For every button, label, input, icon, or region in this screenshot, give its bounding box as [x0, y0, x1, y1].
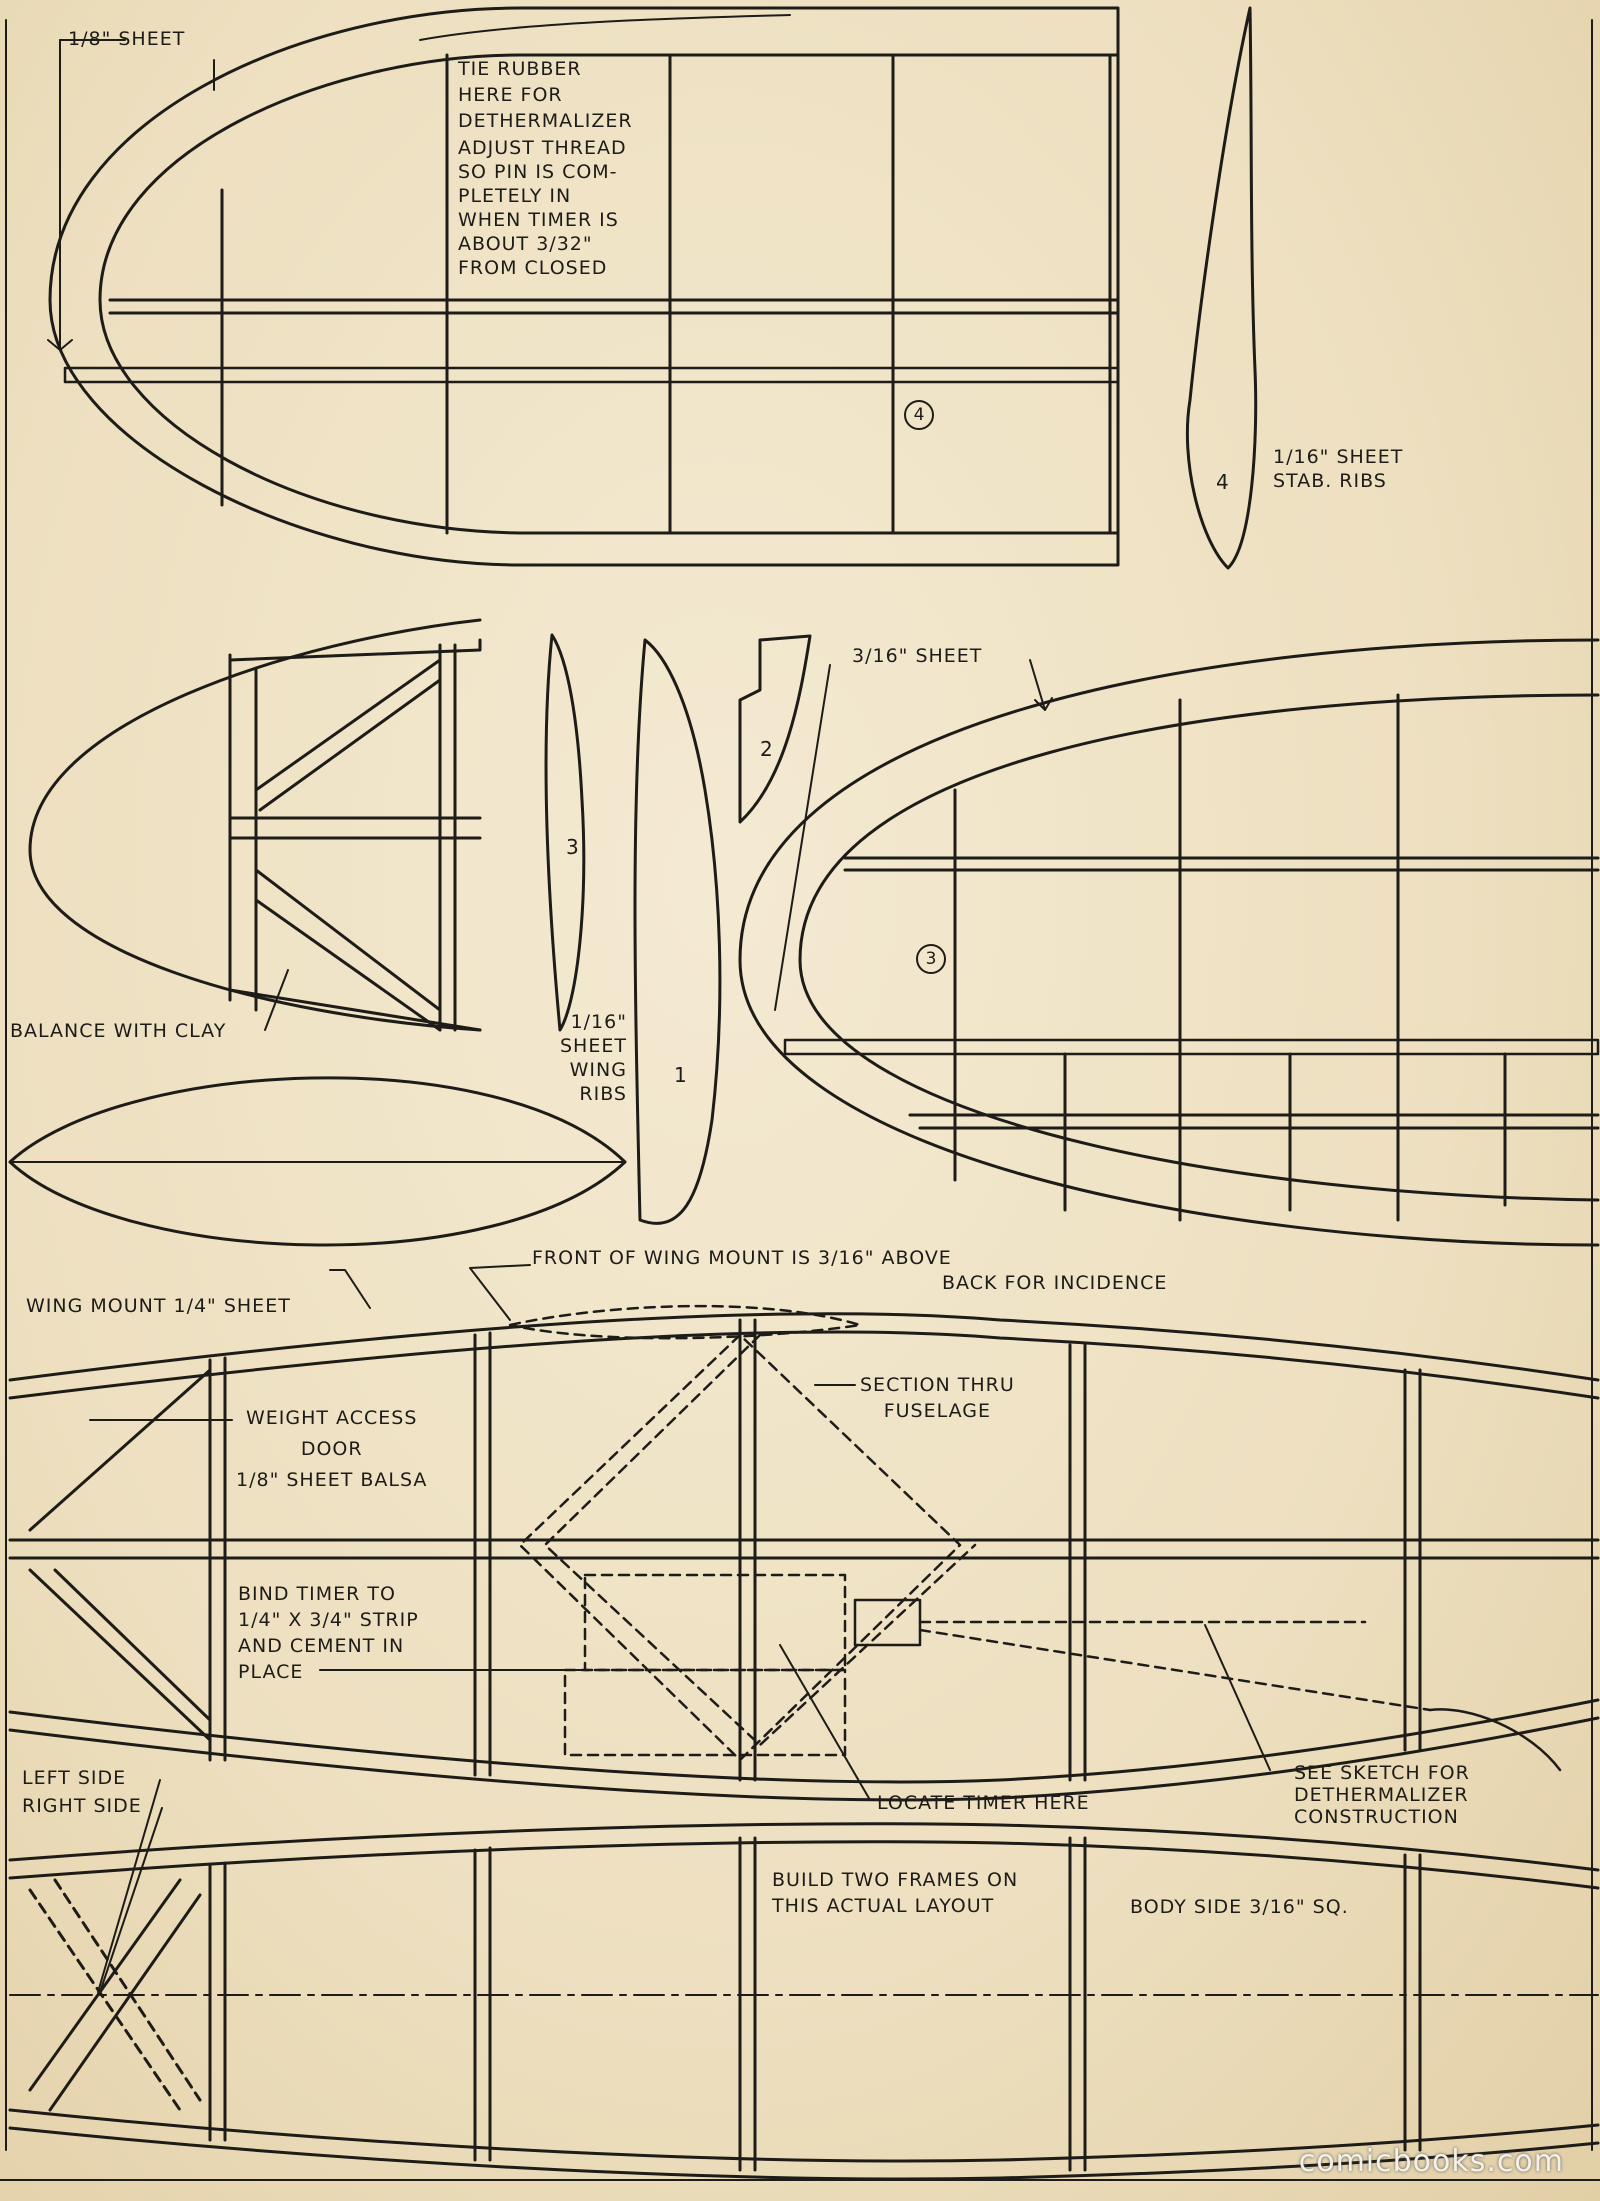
rib-number-2: 2	[760, 737, 773, 761]
circled-part-4: 4	[904, 400, 934, 430]
label-see-sketch: SEE SKETCH FOR DETHERMALIZER CONSTRUCTIO…	[1294, 1762, 1470, 1828]
label-front-wing-mount: FRONT OF WING MOUNT IS 3/16" ABOVE BACK …	[532, 1246, 1167, 1296]
rib-number-1: 1	[674, 1063, 687, 1087]
label-adjust-thread-line-1: ADJUST THREAD	[458, 137, 627, 159]
label-adjust-thread-line-4: WHEN TIMER IS	[458, 209, 619, 231]
label-tie-rubber-line-3: DETHERMALIZER	[458, 110, 633, 132]
label-adjust-thread-line-3: PLETELY IN	[458, 185, 572, 207]
label-build-two-line-2: THIS ACTUAL LAYOUT	[772, 1895, 995, 1917]
circled-part-3: 3	[916, 944, 946, 974]
label-build-two-line-1: BUILD TWO FRAMES ON	[772, 1869, 1019, 1891]
label-front-wing-mount-line-2: BACK FOR INCIDENCE	[942, 1272, 1168, 1294]
label-weight-access-line-1: WEIGHT ACCESS	[246, 1407, 418, 1429]
label-stab-ribs-line-2: STAB. RIBS	[1273, 470, 1387, 492]
label-section-thru: SECTION THRU FUSELAGE	[860, 1372, 1015, 1424]
label-see-sketch-line-3: CONSTRUCTION	[1294, 1806, 1459, 1828]
watermark: comicbooks.com	[1298, 2144, 1564, 2179]
label-bind-timer-line-1: BIND TIMER TO	[238, 1583, 396, 1605]
label-weight-access-line-3: 1/8" SHEET BALSA	[236, 1469, 428, 1491]
label-bind-timer: BIND TIMER TO 1/4" X 3/4" STRIP AND CEME…	[238, 1581, 419, 1685]
label-left-side: LEFT SIDE	[22, 1767, 127, 1789]
label-weight-access: WEIGHT ACCESS DOOR 1/8" SHEET BALSA	[236, 1403, 427, 1496]
label-wing-mount: WING MOUNT 1/4" SHEET	[26, 1295, 291, 1317]
fuselage-frame-upper	[8, 1312, 1600, 1802]
stab-rib-4	[1185, 6, 1258, 570]
fuselage-frame-lower	[8, 1822, 1600, 2181]
label-tie-rubber: TIE RUBBER HERE FOR DETHERMALIZER	[458, 56, 633, 134]
label-adjust-thread-line-6: FROM CLOSED	[458, 257, 608, 279]
label-weight-access-line-2: DOOR	[300, 1438, 363, 1460]
label-bind-timer-line-4: PLACE	[238, 1661, 304, 1683]
label-adjust-thread: ADJUST THREAD SO PIN IS COM- PLETELY IN …	[458, 136, 627, 280]
label-stab-sheet: 1/8" SHEET	[68, 28, 186, 50]
label-body-side: BODY SIDE 3/16" SQ.	[1130, 1896, 1349, 1918]
label-balance-clay: BALANCE WITH CLAY	[10, 1020, 227, 1042]
label-wing-sheet: 3/16" SHEET	[852, 645, 983, 667]
rib-number-4: 4	[1216, 470, 1229, 494]
wing-rib-2	[738, 634, 812, 824]
rib-number-3: 3	[566, 835, 579, 859]
label-tie-rubber-line-1: TIE RUBBER	[458, 58, 582, 80]
label-wing-ribs-line-2: SHEET	[560, 1035, 627, 1057]
wing-rib-3	[544, 633, 586, 1032]
label-section-thru-line-1: SECTION THRU	[860, 1374, 1015, 1396]
label-wing-ribs: 1/16" SHEET WING RIBS	[560, 1010, 627, 1106]
label-front-wing-mount-line-1: FRONT OF WING MOUNT IS 3/16" ABOVE	[532, 1247, 952, 1269]
label-bind-timer-line-3: AND CEMENT IN	[238, 1635, 405, 1657]
label-see-sketch-line-2: DETHERMALIZER	[1294, 1784, 1469, 1806]
label-tie-rubber-line-2: HERE FOR	[458, 84, 563, 106]
label-stab-ribs-line-1: 1/16" SHEET	[1273, 446, 1404, 468]
label-locate-timer: LOCATE TIMER HERE	[877, 1792, 1090, 1814]
label-section-thru-line-2: FUSELAGE	[883, 1400, 992, 1422]
label-build-two: BUILD TWO FRAMES ON THIS ACTUAL LAYOUT	[772, 1867, 1018, 1919]
main-wing-outline	[738, 638, 1600, 1247]
label-see-sketch-line-1: SEE SKETCH FOR	[1294, 1762, 1470, 1784]
wing-rib-1	[633, 638, 722, 1225]
label-stab-ribs: 1/16" SHEET STAB. RIBS	[1273, 445, 1403, 493]
label-wing-ribs-line-3: WING	[569, 1059, 627, 1081]
wing-tip-panel	[28, 618, 482, 1032]
timer-detail	[853, 1598, 1562, 1772]
label-right-side: RIGHT SIDE	[22, 1795, 142, 1817]
label-bind-timer-line-2: 1/4" X 3/4" STRIP	[238, 1609, 419, 1631]
annotation-leaders	[89, 659, 1271, 1993]
label-adjust-thread-line-5: ABOUT 3/32"	[458, 233, 593, 255]
label-wing-ribs-line-1: 1/16"	[570, 1011, 627, 1033]
label-wing-ribs-line-4: RIBS	[579, 1083, 627, 1105]
wing-mount	[8, 1076, 627, 1247]
label-adjust-thread-line-2: SO PIN IS COM-	[458, 161, 618, 183]
stabilizer-outline	[47, 6, 1120, 567]
